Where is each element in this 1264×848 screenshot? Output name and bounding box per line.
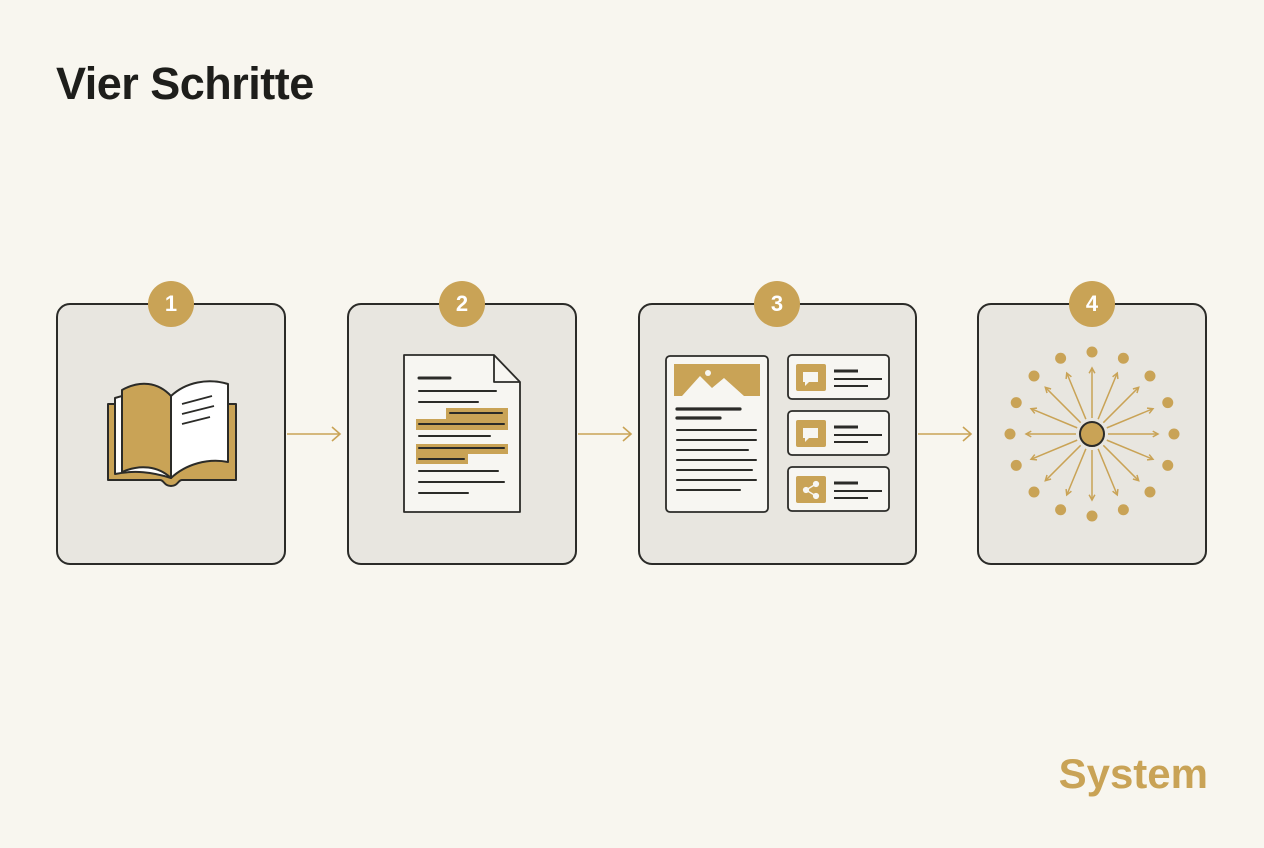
step-badge-1: 1 <box>148 281 194 327</box>
step-badge-2: 2 <box>439 281 485 327</box>
page-title: Vier Schritte <box>56 58 314 109</box>
brand-label: System <box>1058 750 1208 797</box>
step-card-2 <box>347 303 577 565</box>
connector-arrow-1 <box>287 426 342 442</box>
step-card-3 <box>638 303 917 565</box>
step-badge-3: 3 <box>754 281 800 327</box>
step-card-1 <box>56 303 286 565</box>
connector-arrow-3 <box>918 426 973 442</box>
step-card-4 <box>977 303 1207 565</box>
step-badge-4: 4 <box>1069 281 1115 327</box>
connector-arrow-2 <box>578 426 633 442</box>
